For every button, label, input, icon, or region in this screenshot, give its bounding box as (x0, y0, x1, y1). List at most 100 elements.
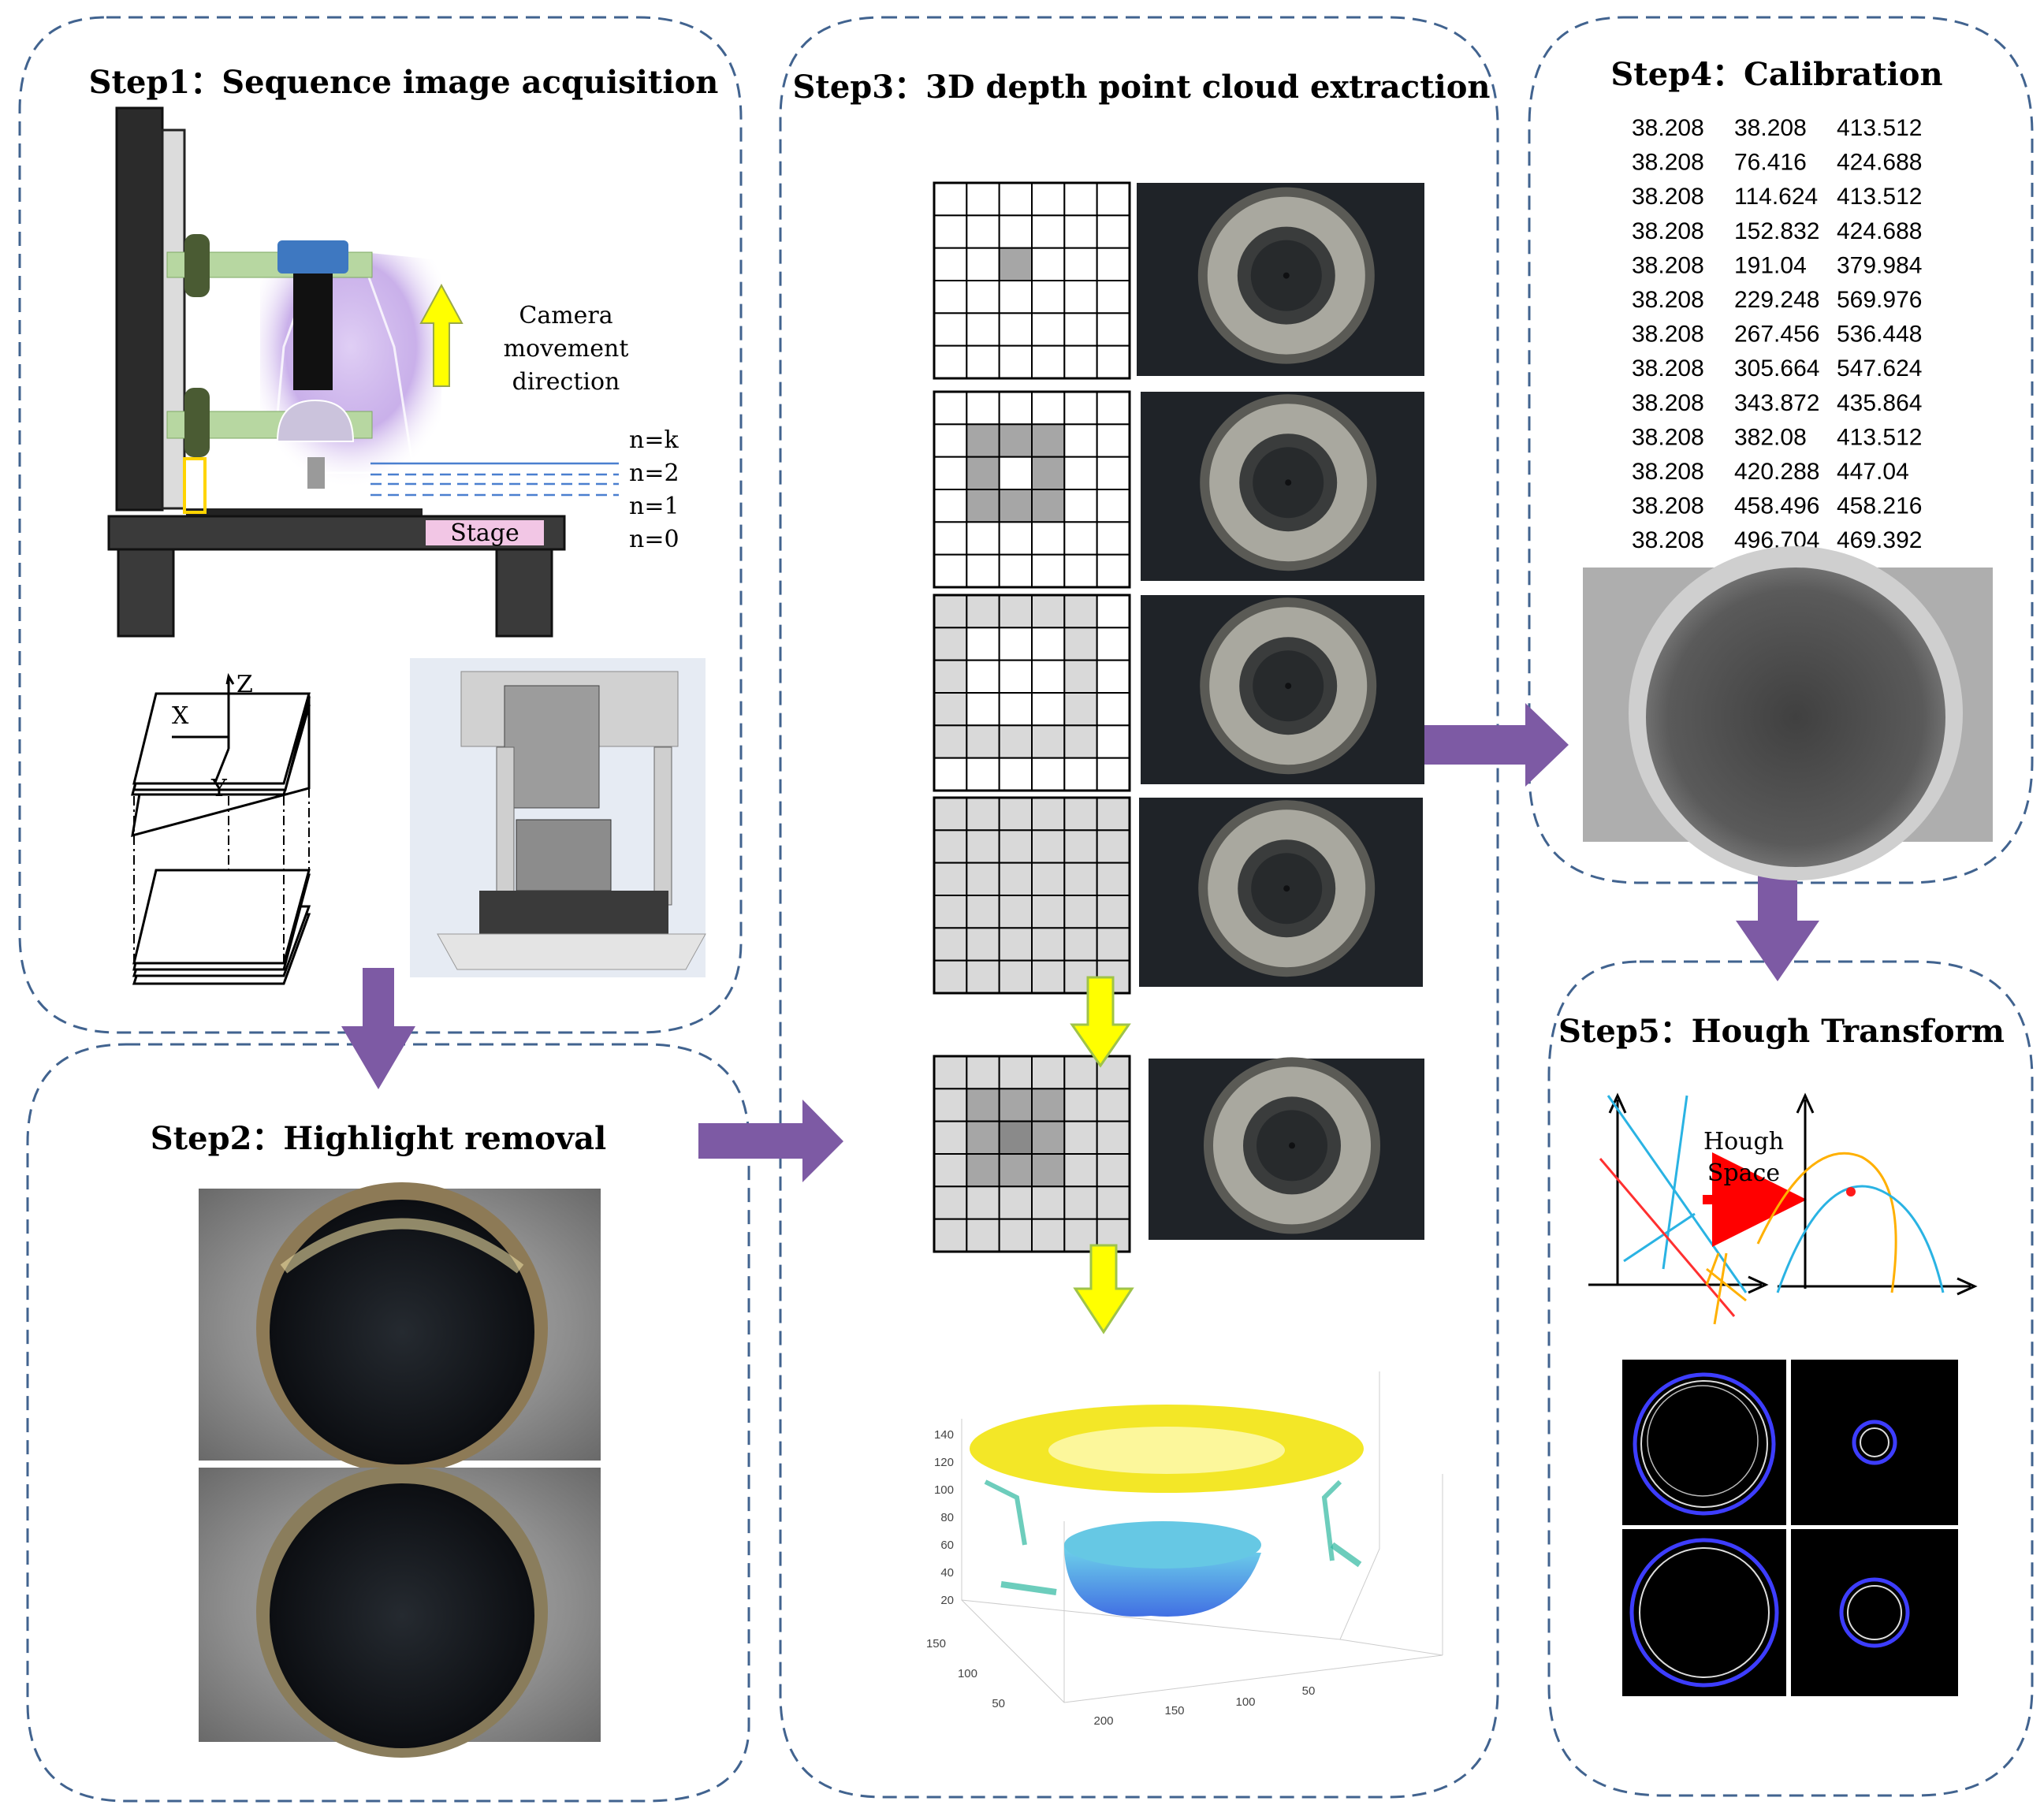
camera-movement-arrow (419, 283, 464, 387)
grid-cell (966, 344, 1000, 379)
grid-cell (1096, 344, 1130, 379)
calibrated-depth-map (1583, 546, 1993, 880)
grid-cell (933, 456, 968, 491)
grid-cell (1063, 423, 1098, 458)
highlight-original-image (199, 1182, 601, 1474)
grid-cell (933, 797, 968, 832)
grid-cell (966, 182, 1000, 217)
grid-cell (998, 312, 1033, 347)
grid-cell (1063, 692, 1098, 727)
grid-cell (1063, 1153, 1098, 1188)
grid-cell (933, 214, 968, 249)
grid-cell (998, 1153, 1033, 1188)
svg-text:Camera: Camera (519, 302, 612, 329)
grid-cell (1063, 797, 1098, 832)
table-cell: 424.688 (1837, 150, 1922, 176)
highlight-removed-image (199, 1466, 601, 1758)
step2-title: Step2：Highlight removal (151, 1120, 606, 1157)
grid-cell (1063, 594, 1098, 629)
machine-cad-render (410, 658, 706, 977)
focus-stack-image (1137, 183, 1424, 376)
grid-cell (998, 521, 1033, 556)
grid-cell (1031, 1153, 1066, 1188)
camera-movement-label: Camera movement direction (504, 302, 629, 396)
grid-cell (998, 895, 1033, 929)
grid-cell (1063, 829, 1098, 864)
focus-stack-image (1141, 392, 1424, 581)
step1-title: Step1：Sequence image acquisition (89, 64, 719, 101)
focus-grid (933, 1055, 1131, 1253)
table-cell: 152.832 (1734, 218, 1819, 244)
table-cell: 435.864 (1837, 390, 1922, 416)
focus-grid (933, 594, 1131, 792)
grid-cell (998, 829, 1033, 864)
table-cell: 413.512 (1837, 115, 1922, 141)
grid-cell (1063, 521, 1098, 556)
table-cell: 76.416 (1734, 150, 1807, 176)
grid-cell (1031, 1088, 1066, 1122)
hough-circle-detections (1622, 1360, 1958, 1696)
grid-cell (933, 1218, 968, 1252)
step5-panel-border (1547, 960, 2034, 1797)
grid-cell (1031, 489, 1066, 523)
plot-y-tick: 100 (958, 1667, 977, 1680)
grid-cell (1031, 312, 1066, 347)
grid-cell (966, 247, 1000, 281)
grid-cell (998, 1218, 1033, 1252)
plot-x-tick: 150 (1164, 1704, 1184, 1717)
grid-cell (1096, 797, 1130, 832)
grid-cell (998, 861, 1033, 896)
table-cell: 38.208 (1632, 355, 1704, 381)
grid-cell (998, 280, 1033, 314)
focus-grid (933, 181, 1131, 380)
grid-cell (1031, 627, 1066, 661)
arrow-step4-to-step5 (1736, 871, 1819, 981)
focus-stack-images (1137, 183, 1424, 1240)
panel-borders (18, 16, 2034, 1803)
step3-title: Step3：3D depth point cloud extraction (792, 69, 1490, 106)
grid-cell (1096, 521, 1130, 556)
grid-cell (1096, 594, 1130, 629)
grid-cell (966, 927, 1000, 962)
grid-cell (1063, 1088, 1098, 1122)
grid-cell (1031, 927, 1066, 962)
focus-stack-image (1149, 1057, 1424, 1240)
grid-cell (966, 391, 1000, 426)
grid-cell (1031, 724, 1066, 759)
plot-z-tick: 120 (934, 1456, 954, 1469)
grid-cell (966, 959, 1000, 994)
grid-cell (1031, 959, 1066, 994)
grid-cell (1096, 1120, 1130, 1155)
svg-text:n=0: n=0 (629, 526, 679, 553)
plot-z-tick: 100 (934, 1483, 954, 1497)
grid-cell (998, 182, 1033, 217)
svg-text:n=2: n=2 (629, 460, 679, 487)
table-cell: 413.512 (1837, 424, 1922, 450)
grid-cell (933, 692, 968, 727)
grid-cell (966, 521, 1000, 556)
grid-cell (933, 1153, 968, 1188)
grid-cell (1063, 659, 1098, 694)
grid-cell (933, 312, 968, 347)
focus-stack-image (1139, 798, 1423, 987)
step3-panel-border (779, 16, 1499, 1799)
grid-cell (966, 797, 1000, 832)
step5-title: Step5：Hough Transform (1558, 1013, 2005, 1050)
grid-cell (1096, 861, 1130, 896)
grid-cell (1096, 757, 1130, 792)
step4-title: Step4：Calibration (1610, 56, 1942, 93)
grid-cell (1063, 456, 1098, 491)
grid-cell (998, 423, 1033, 458)
table-cell: 38.208 (1632, 390, 1704, 416)
plot-x-tick: 100 (1235, 1695, 1255, 1709)
level-labels: n=k n=2 n=1 n=0 (629, 426, 679, 553)
plot-y-tick: 50 (992, 1697, 1005, 1710)
flow-arrows (341, 703, 1819, 1182)
step1-content: Step1：Sequence image acquisition (89, 64, 719, 985)
